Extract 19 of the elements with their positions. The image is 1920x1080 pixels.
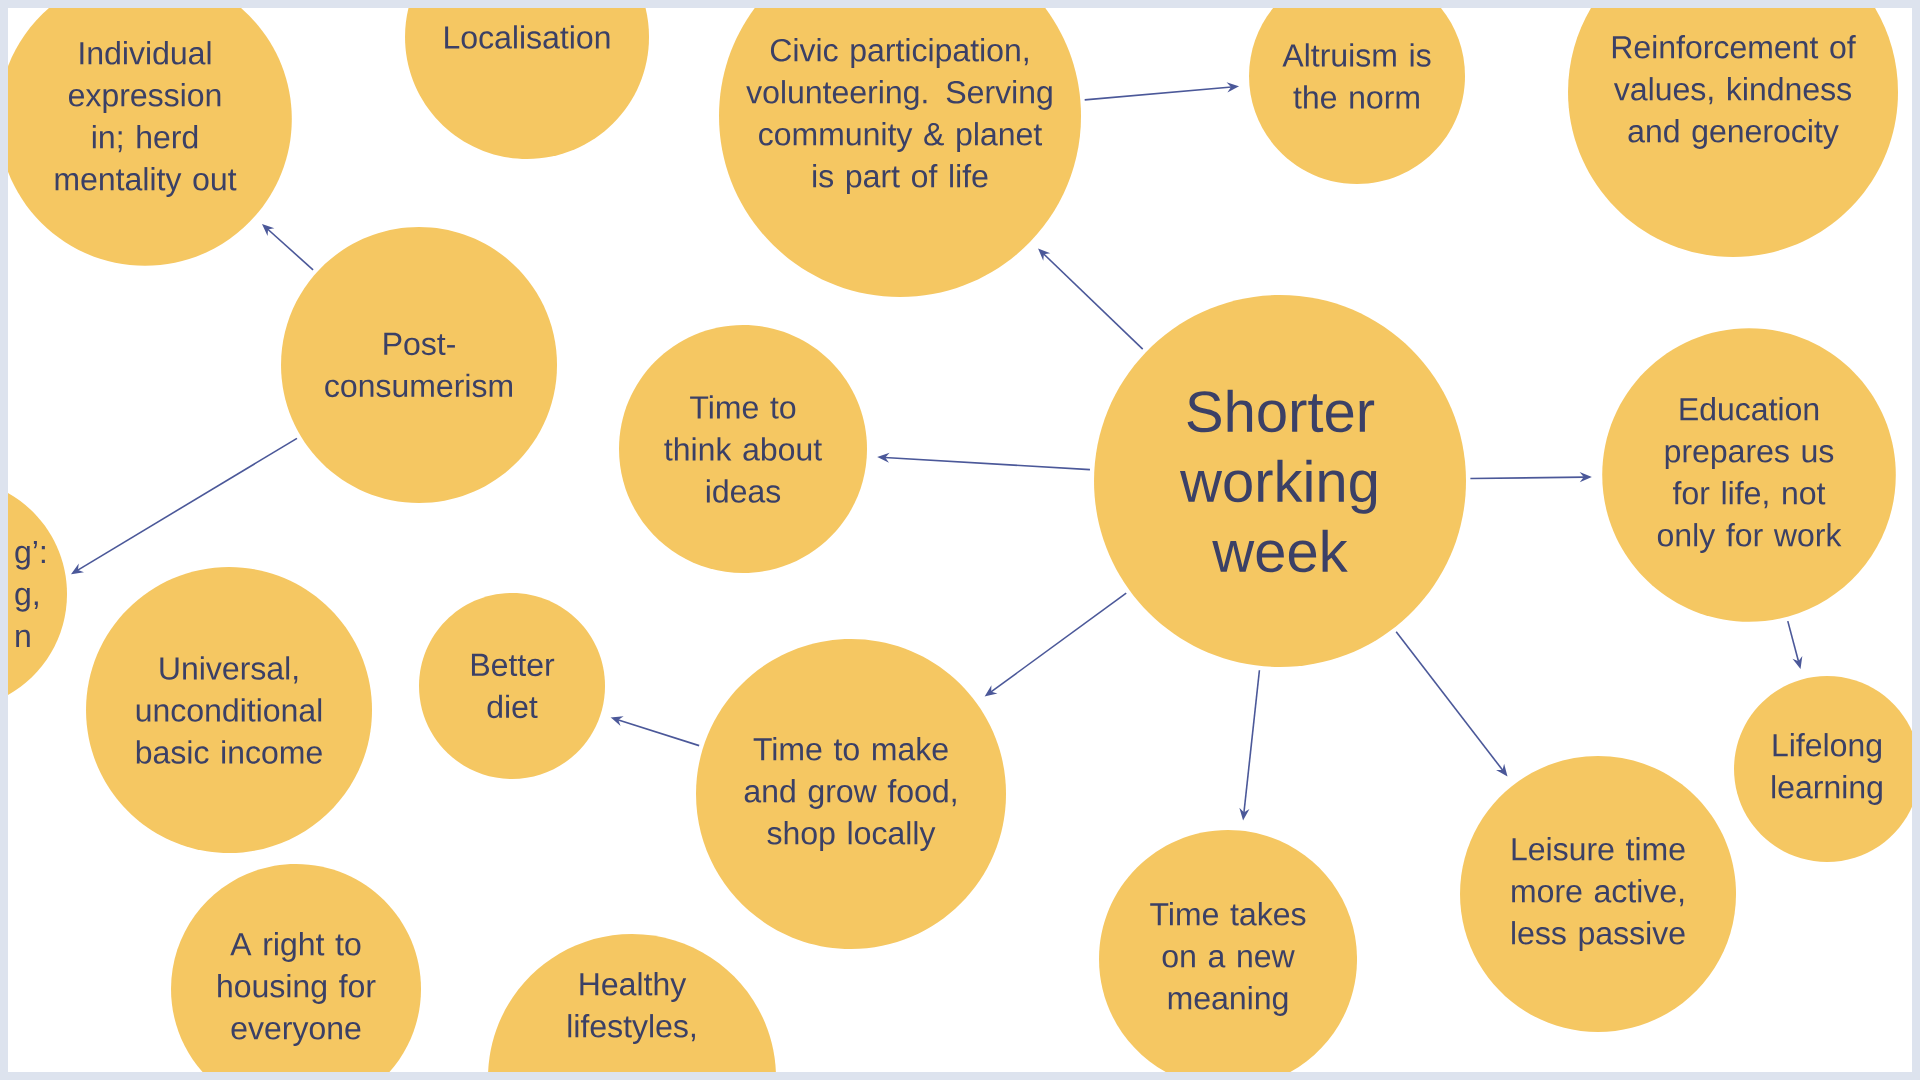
bubble: g’: g, n [8,478,67,710]
bubble: Post-consumerism [281,227,557,503]
bubble: Education prepares us for life, not only for work [1602,328,1896,622]
bubble: Altruism is the norm [1249,8,1465,184]
bubble: Universal, unconditional basic income [86,567,372,853]
bubble: Time to make and grow food, shop locally [696,639,1006,949]
bubble: Time takes on a new meaning [1099,830,1357,1072]
bubble: Time to think about ideas [619,325,867,573]
bubble: Civic participation, volunteering. Serving community & planet is part of life [719,8,1081,297]
bubble: Shorter working week [1094,295,1466,667]
bubble: Localisation [405,8,649,159]
bubble: Reinforcement of values, kindness and generocity [1568,8,1898,257]
bubble: Lifelong learning [1734,676,1912,862]
bubble: A right to housing for everyone [171,864,421,1072]
bubble: Individual expression in; herd mentality out [8,8,292,266]
bubble: Leisure time more active, less passive [1460,756,1736,1032]
bubble: Healthy lifestyles, [488,934,776,1072]
bubble: Better diet [419,593,605,779]
arrow [262,224,314,271]
